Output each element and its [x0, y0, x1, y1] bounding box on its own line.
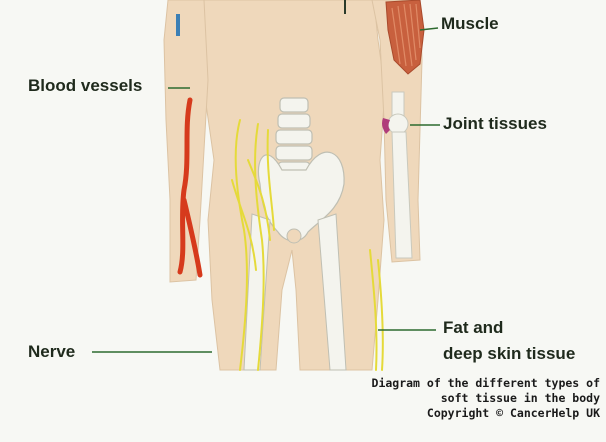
caption-line-2: soft tissue in the body [372, 391, 600, 406]
spine [276, 98, 312, 174]
top-marker-blue [176, 14, 180, 36]
caption-line-1: Diagram of the different types of [372, 376, 600, 391]
figure-caption: Diagram of the different types of soft t… [372, 376, 600, 421]
label-blood-vessels: Blood vessels [28, 76, 142, 96]
label-muscle: Muscle [441, 14, 499, 34]
label-fat-line2: deep skin tissue [443, 344, 575, 364]
elbow-joint-bone [388, 114, 408, 134]
label-nerve: Nerve [28, 342, 75, 362]
label-fat-line1: Fat and [443, 318, 503, 338]
caption-copyright: Copyright © CancerHelp UK [372, 406, 600, 421]
label-joint-tissues: Joint tissues [443, 114, 547, 134]
top-marker-line [344, 0, 346, 14]
